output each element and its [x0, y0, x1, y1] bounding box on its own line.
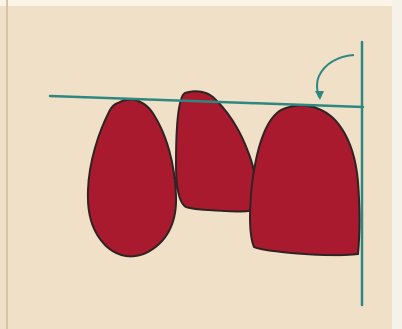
right-red-shape	[250, 106, 360, 256]
left-red-shape	[88, 100, 176, 257]
angle-arc	[317, 55, 354, 97]
angle-arrowhead	[315, 91, 324, 100]
middle-red-shape	[176, 91, 257, 211]
